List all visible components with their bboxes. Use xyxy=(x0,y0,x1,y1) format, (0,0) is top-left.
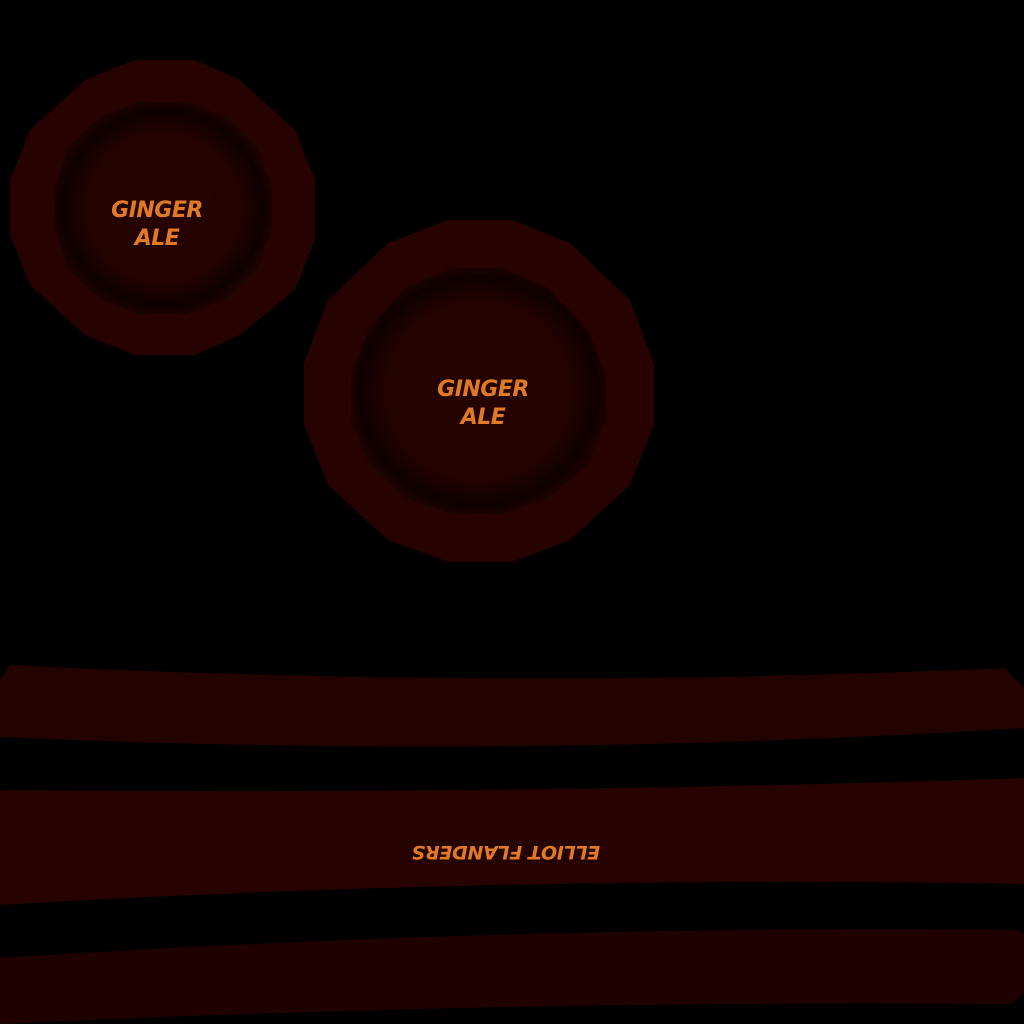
cap-large-text-line1: GINGER xyxy=(437,377,529,402)
bottle-cap-small: GINGER ALE xyxy=(10,60,315,355)
cap-large-text-line2: ALE xyxy=(459,405,506,430)
label-band-bottom xyxy=(0,929,1024,1024)
band-text-mirrored: ELLIOT FLANDERS xyxy=(412,841,600,863)
cap-small-text-line1: GINGER xyxy=(111,198,203,223)
bottle-cap-large: GINGER ALE xyxy=(304,220,654,562)
label-band-top xyxy=(0,665,1024,747)
cap-large-inner-disc xyxy=(351,268,606,514)
cap-small-text-line2: ALE xyxy=(133,226,180,251)
cap-small-inner-disc xyxy=(54,102,272,314)
label-band-middle-shape xyxy=(0,778,1024,905)
label-band-middle: ELLIOT FLANDERS xyxy=(0,778,1024,905)
